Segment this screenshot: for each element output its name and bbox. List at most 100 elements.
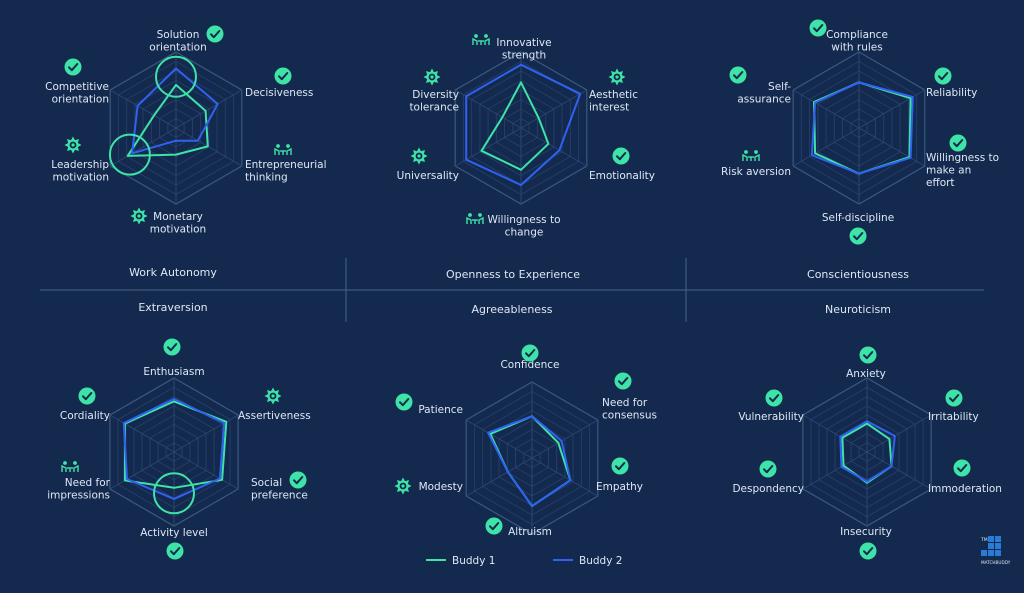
axis-label-universality: Universality [397, 170, 459, 182]
axis-spoke [866, 414, 932, 453]
check-icon [759, 460, 777, 478]
series-buddy-2-polygon [465, 63, 582, 186]
check-icon [64, 58, 82, 76]
axis-spoke [792, 127, 860, 167]
star-badge-icon [64, 136, 82, 154]
axis-spoke [802, 414, 868, 453]
axis-spoke [109, 451, 175, 490]
series-buddy-2-polygon [122, 398, 226, 500]
check-icon [166, 542, 184, 560]
highlight-circle [108, 133, 151, 176]
section-title-extraversion: Extraversion [138, 301, 207, 314]
check-icon [485, 517, 503, 535]
check-icon [521, 344, 539, 362]
check-icon [395, 393, 413, 411]
legend-buddy2-label: Buddy 2 [579, 555, 622, 567]
axis-label-reliability: Reliability [926, 87, 977, 99]
logo-tm: TM [980, 537, 988, 543]
check-icon [163, 338, 181, 356]
series-buddy-2-polygon [839, 420, 896, 483]
section-title-agreeableness: Agreeableness [471, 303, 552, 316]
people-table-icon [742, 150, 760, 161]
people-table-icon [274, 144, 292, 155]
series-buddy-1-polygon [123, 400, 228, 489]
star-badge-icon [410, 147, 428, 165]
check-icon [612, 147, 630, 165]
people-table-icon [466, 213, 484, 224]
section-title-work-autonomy: Work Autonomy [129, 266, 217, 279]
check-icon [949, 134, 967, 152]
axis-spoke [175, 127, 243, 167]
axis-label-assertiveness: Assertiveness [238, 410, 311, 422]
highlight-circle [153, 472, 195, 515]
series-buddy-2-polygon [131, 67, 219, 155]
axis-spoke [465, 419, 533, 459]
matchbuddy-logo: TM MATCHBUDDY [980, 536, 1011, 565]
axis-label-activity-level: Activity level [140, 527, 208, 539]
star-badge-icon [130, 207, 148, 225]
axis-label-irritability: Irritability [928, 411, 979, 423]
check-icon [78, 387, 96, 405]
check-icon [859, 542, 877, 560]
check-icon [274, 67, 292, 85]
check-icon [953, 459, 971, 477]
axis-label-insecurity: Insecurity [840, 526, 892, 538]
check-icon [945, 389, 963, 407]
axis-label-risk-aversion: Risk aversion [721, 166, 791, 178]
axis-label-anxiety: Anxiety [846, 368, 886, 380]
axis-label-self-assurance: Self-assurance [737, 81, 791, 106]
axis-label-emotionality: Emotionality [589, 170, 655, 182]
star-badge-icon [264, 387, 282, 405]
axis-spoke [520, 89, 588, 129]
axis-label-vulnerability: Vulnerability [738, 411, 804, 423]
series-buddy-2-polygon [810, 81, 914, 175]
check-icon [289, 471, 307, 489]
check-icon [729, 66, 747, 84]
axis-spoke [858, 127, 926, 167]
series-buddy-1-polygon [841, 422, 893, 484]
axis-spoke [109, 89, 177, 129]
check-icon [809, 19, 827, 37]
axis-label-enthusiasm: Enthusiasm [143, 366, 204, 378]
highlight-circle [155, 55, 197, 98]
axis-spoke [175, 89, 243, 129]
axis-spoke [531, 457, 599, 497]
axis-label-self-discipline: Self-discipline [822, 212, 894, 224]
axis-spoke [531, 419, 599, 459]
axis-spoke [792, 89, 860, 129]
axis-label-altruism: Altruism [508, 526, 552, 538]
section-title-neuroticism: Neuroticism [825, 303, 891, 316]
star-badge-icon [394, 477, 412, 495]
axis-spoke [109, 127, 177, 167]
check-icon [849, 227, 867, 245]
axis-spoke [173, 414, 239, 453]
series-buddy-1-polygon [480, 81, 550, 171]
people-table-icon [472, 34, 490, 45]
axis-spoke [858, 89, 926, 129]
legend-buddy1-label: Buddy 1 [452, 555, 495, 567]
axis-label-confidence: Confidence [500, 359, 559, 371]
star-badge-icon [608, 68, 626, 86]
axis-label-patience: Patience [418, 404, 463, 416]
axis-label-immoderation: Immoderation [928, 483, 1002, 495]
people-table-icon [61, 461, 79, 472]
check-icon [614, 372, 632, 390]
axis-spoke [173, 451, 239, 490]
